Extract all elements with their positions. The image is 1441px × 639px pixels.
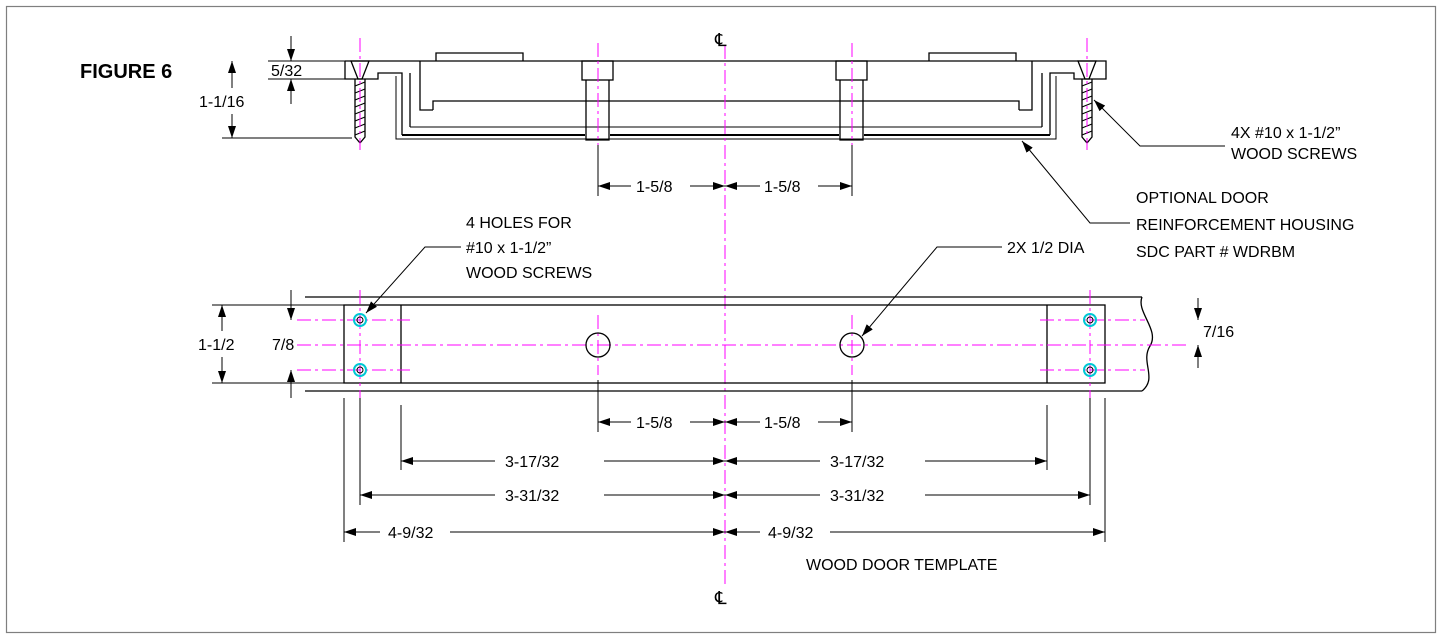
template-view: 4 HOLES FOR #10 x 1-1/2” WOOD SCREWS 2X … bbox=[198, 215, 1234, 574]
screws-note-line1: 4X #10 x 1-1/2” bbox=[1231, 125, 1340, 142]
dim-side-1-5-8-left: 1-5/8 bbox=[636, 179, 673, 196]
screw-holes bbox=[353, 313, 1097, 377]
large-hole-left bbox=[585, 332, 611, 358]
large-hole-right bbox=[839, 332, 865, 358]
figure-label: FIGURE 6 bbox=[80, 61, 172, 83]
reinforcement-note-line2: REINFORCEMENT HOUSING bbox=[1136, 217, 1354, 234]
holes-note-line1: 4 HOLES FOR bbox=[466, 215, 572, 232]
dim-template-1-5-8-left: 1-5/8 bbox=[636, 415, 673, 432]
dim-7-16: 7/16 bbox=[1203, 324, 1234, 341]
centerline-symbol-top: ℄ bbox=[714, 30, 727, 50]
dim-3-17-32-right: 3-17/32 bbox=[830, 454, 884, 471]
reinforcement-note-line1: OPTIONAL DOOR bbox=[1136, 190, 1269, 207]
dim-4-9-32-left: 4-9/32 bbox=[388, 525, 433, 542]
dim-3-31-32-left: 3-31/32 bbox=[505, 488, 559, 505]
dim-7-8: 7/8 bbox=[272, 337, 294, 354]
dim-3-17-32-left: 3-17/32 bbox=[505, 454, 559, 471]
side-view: 5/32 1-1/16 1-5/8 1-5/8 4X #10 x 1-1/2” … bbox=[199, 36, 1357, 261]
template-caption: WOOD DOOR TEMPLATE bbox=[806, 557, 997, 574]
dim-template-1-5-8-right: 1-5/8 bbox=[764, 415, 801, 432]
dim-3-31-32-right: 3-31/32 bbox=[830, 488, 884, 505]
drawing-border bbox=[5, 5, 1437, 634]
dim-side-1-5-8-right: 1-5/8 bbox=[764, 179, 801, 196]
holes-note-line2: #10 x 1-1/2” bbox=[466, 240, 551, 257]
dim-1-1-16: 1-1/16 bbox=[199, 94, 244, 111]
reinforcement-note-line3: SDC PART # WDRBM bbox=[1136, 244, 1295, 261]
centerline-symbol-bottom: ℄ bbox=[714, 588, 727, 608]
dim-4-9-32-right: 4-9/32 bbox=[768, 525, 813, 542]
dim-5-32: 5/32 bbox=[271, 63, 302, 80]
holes-note-line3: WOOD SCREWS bbox=[466, 265, 592, 282]
screws-note-line2: WOOD SCREWS bbox=[1231, 146, 1357, 163]
dia-note: 2X 1/2 DIA bbox=[1007, 240, 1085, 257]
dim-1-1-2: 1-1/2 bbox=[198, 337, 235, 354]
